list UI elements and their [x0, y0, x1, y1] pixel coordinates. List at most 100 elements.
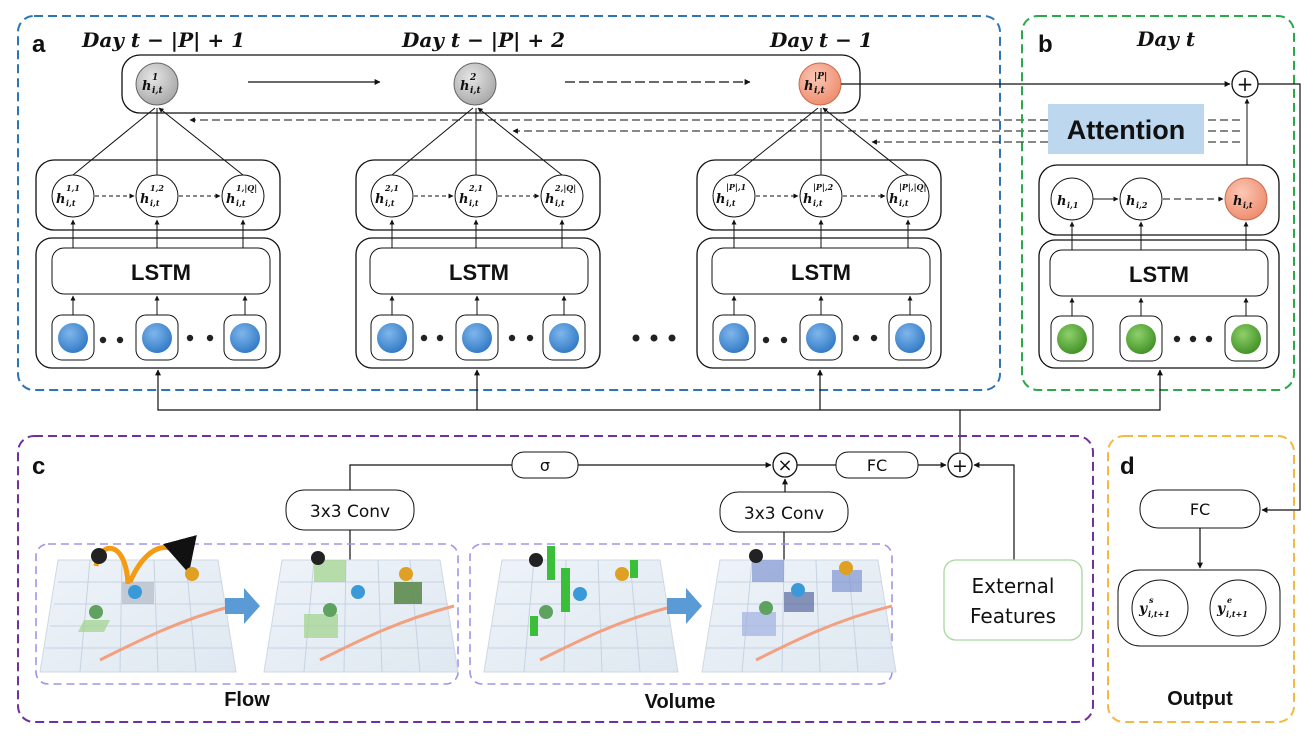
svg-text:h: h	[140, 192, 149, 207]
svg-text:2: 2	[469, 73, 476, 83]
day-block-3: h|P|,1i,t h|P|,2i,t h|P|,|Q|i,t LSTM	[696, 107, 942, 369]
panel-c-border	[17, 435, 1094, 723]
conv-label-right: 3x3 Conv	[744, 504, 824, 524]
panel-b-letter: b	[1038, 31, 1053, 58]
input-node-blue	[142, 323, 172, 353]
input-node-blue	[895, 323, 925, 353]
external-features-box	[943, 559, 1083, 641]
svg-text:h: h	[460, 79, 469, 94]
input-node-blue	[549, 323, 579, 353]
flow-arrow-icon	[225, 588, 260, 624]
volume-bar	[530, 616, 538, 636]
panel-b-border	[1021, 15, 1295, 391]
day-label-1: Day t − |P| + 1	[81, 28, 245, 52]
svg-text:i,t: i,t	[726, 198, 736, 208]
top-node-2	[453, 62, 497, 106]
svg-text:|P|: |P|	[814, 72, 827, 82]
flow-frame	[35, 543, 459, 685]
day-block-1: h1,1i,t h1,2i,t h1,|Q|i,t LSTM	[35, 107, 281, 369]
svg-text:|P|,1: |P|,1	[726, 182, 746, 192]
bus-pin-icon	[351, 585, 365, 599]
svg-text:i,t: i,t	[813, 198, 823, 208]
svg-text:h: h	[716, 192, 725, 207]
restaurant-pin-icon	[529, 553, 543, 567]
input-node-blue	[230, 323, 260, 353]
svg-text:h: h	[545, 192, 554, 207]
svg-text:i,1: i,1	[1067, 200, 1078, 210]
restaurant-pin-icon	[311, 551, 325, 565]
bus-pin-icon	[128, 585, 142, 599]
lstm-box-1	[51, 247, 271, 295]
output-label: Output	[1167, 688, 1233, 710]
svg-text:2,1: 2,1	[384, 183, 399, 193]
school-pin-icon	[615, 567, 629, 581]
input-node-blue	[377, 323, 407, 353]
restaurant-pin-icon	[91, 548, 107, 564]
svg-text:|P|,2: |P|,2	[813, 182, 834, 192]
external-label-2: Features	[970, 604, 1056, 628]
svg-text:h: h	[1126, 194, 1135, 209]
bus-pin-icon	[573, 587, 587, 601]
fc-label-c: FC	[867, 456, 887, 475]
svg-text:1,|Q|: 1,|Q|	[236, 183, 257, 193]
svg-text:1,1: 1,1	[66, 183, 80, 193]
fc-label-d: FC	[1190, 500, 1210, 519]
school-pin-icon	[839, 561, 853, 575]
svg-text:i,t: i,t	[385, 198, 395, 208]
volume-bar	[630, 560, 638, 578]
volume-bar	[547, 546, 555, 580]
svg-text:i,t: i,t	[66, 198, 76, 208]
lstm-label-1: LSTM	[131, 260, 191, 285]
svg-text:h: h	[226, 192, 235, 207]
panel-c-letter: c	[32, 453, 45, 480]
svg-text:h: h	[1057, 194, 1066, 209]
park-pin-icon	[759, 601, 773, 615]
volume-frame	[469, 543, 893, 685]
input-node-blue	[462, 323, 492, 353]
input-node-blue	[719, 323, 749, 353]
svg-text:+: +	[1237, 72, 1254, 96]
volume-label: Volume	[645, 691, 716, 713]
svg-text:h: h	[56, 192, 65, 207]
svg-text:i,2: i,2	[1136, 200, 1148, 210]
svg-text:s: s	[1149, 595, 1154, 605]
top-node-1	[135, 62, 179, 106]
flow-map-left	[39, 535, 237, 673]
svg-text:i,t: i,t	[555, 198, 565, 208]
svg-text:h: h	[889, 192, 898, 207]
svg-text:i,t: i,t	[899, 198, 909, 208]
attention-label: Attention	[1067, 115, 1185, 145]
input-node-blue	[58, 323, 88, 353]
panel-b-day: Day t	[1136, 27, 1196, 51]
svg-text:2,1: 2,1	[468, 183, 483, 193]
volume-arrow-icon	[667, 588, 702, 624]
b-node-2	[1119, 177, 1163, 221]
feature-bus	[155, 369, 961, 452]
svg-text:i,t: i,t	[150, 198, 160, 208]
restaurant-pin-icon	[749, 549, 763, 563]
svg-text:i,t: i,t	[814, 86, 826, 96]
day-label-2: Day t − |P| + 2	[401, 28, 565, 52]
svg-text:h: h	[1233, 194, 1242, 209]
svg-text:i,t: i,t	[236, 198, 246, 208]
day-block-2: h2,1i,t h2,1i,t h2,|Q|i,t LSTM	[355, 107, 601, 369]
lstm-label-b: LSTM	[1129, 262, 1189, 287]
park-pin-icon	[539, 605, 553, 619]
flow-map-right	[263, 551, 459, 673]
sigma-label: σ	[540, 456, 550, 475]
svg-text:h: h	[803, 192, 812, 207]
panel-d-border	[1107, 435, 1295, 723]
svg-text:i,t: i,t	[470, 86, 482, 96]
lstm-box-b	[1049, 249, 1269, 297]
lstm-box-2	[369, 247, 589, 295]
input-node-green	[1231, 324, 1261, 354]
lstm-label-2: LSTM	[449, 260, 509, 285]
park-pin-icon	[323, 603, 337, 617]
park-pin-icon	[89, 605, 103, 619]
plus-to-output	[1258, 83, 1301, 513]
svg-text:×: ×	[777, 455, 792, 476]
conv-label-left: 3x3 Conv	[310, 502, 390, 522]
attention-box	[1048, 104, 1204, 154]
svg-text:y: y	[1138, 601, 1148, 617]
volume-bar	[561, 568, 570, 612]
